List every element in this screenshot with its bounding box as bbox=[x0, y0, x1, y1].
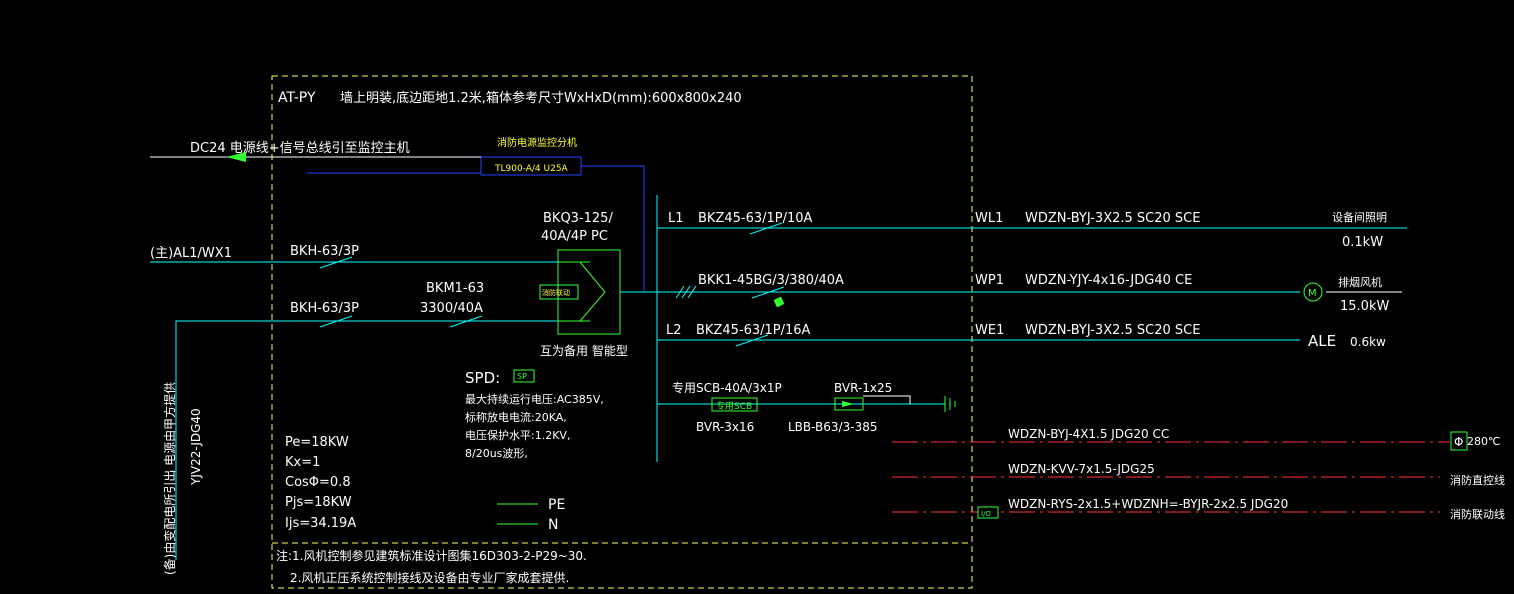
legend-pe-label: PE bbox=[548, 497, 565, 513]
circuit-2-power: 15.0kW bbox=[1340, 299, 1389, 314]
circuit-2-relay-icon bbox=[773, 296, 785, 308]
load-pe: Pe=18KW bbox=[285, 435, 349, 450]
circuit-1-cable: WDZN-BYJ-3X2.5 SC20 SCE bbox=[1025, 211, 1200, 226]
control-cable-2-label: WDZN-KVV-7x1.5-JDG25 bbox=[1008, 462, 1155, 476]
circuit-1-phase: L1 bbox=[668, 211, 684, 226]
spd-wire1-label: BVR-3x16 bbox=[696, 420, 754, 434]
circuit-2-hatch-3 bbox=[687, 285, 697, 299]
control-cable-2-target: 消防直控线 bbox=[1450, 473, 1505, 487]
monitor-to-bus-line bbox=[581, 165, 645, 292]
control-cable-1-label: WDZN-BYJ-4X1.5 JDG20 CC bbox=[1008, 427, 1169, 441]
load-ijs: Ijs=34.19A bbox=[285, 516, 356, 531]
circuit-1-load-name: 设备间照明 bbox=[1332, 210, 1387, 224]
circuit-2-breaker: BKK1-45BG/3/380/40A bbox=[698, 273, 844, 288]
spd-note-1: 最大持续运行电压:AC385V, bbox=[465, 392, 604, 406]
spd-device-arrow-icon bbox=[842, 401, 854, 407]
signal-line-label: DC24 电源线+信号总线引至监控主机 bbox=[190, 141, 410, 156]
spd-breaker-label: 专用SCB-40A/3x1P bbox=[672, 380, 782, 395]
ats-label-2: 40A/4P PC bbox=[541, 229, 608, 244]
circuit-3-id: WE1 bbox=[975, 323, 1004, 338]
load-kx: Kx=1 bbox=[285, 455, 320, 470]
note-line-2: 2.风机正压系统控制接线及设备由专业厂家成套提供. bbox=[290, 570, 569, 585]
panel-frame bbox=[271, 75, 973, 589]
ats-control-label: 消防联动 bbox=[542, 288, 570, 297]
circuit-1-id: WL1 bbox=[975, 211, 1003, 226]
circuit-2-breaker-symbol bbox=[751, 286, 785, 299]
circuit-3-cable: WDZN-BYJ-3X2.5 SC20 SCE bbox=[1025, 323, 1200, 338]
spd-note-2: 标称放电电流:20KA, bbox=[465, 410, 567, 424]
circuit-2-id: WP1 bbox=[975, 273, 1004, 288]
load-cos: CosΦ=0.8 bbox=[285, 475, 351, 490]
panel-id: AT-PY bbox=[278, 90, 316, 106]
spd-badge bbox=[513, 369, 535, 383]
motor-symbol-label: M bbox=[1308, 288, 1317, 299]
breaker-backup-symbol bbox=[319, 315, 353, 328]
backup-source-label: (备)由变配电所引出 电源由甲方提供 bbox=[162, 382, 177, 575]
ats-label-1: BKQ3-125/ bbox=[543, 211, 613, 226]
circuit-3-breaker: BKZ45-63/1P/16A bbox=[696, 323, 811, 338]
temp-damper-icon: Φ bbox=[1454, 435, 1463, 449]
circuit-1-power: 0.1kW bbox=[1342, 235, 1383, 250]
spd-note-3: 电压保护水平:1.2KV, bbox=[465, 428, 570, 442]
circuit-3-breaker-symbol bbox=[735, 334, 769, 347]
io-module-box bbox=[977, 506, 999, 519]
backup-cable-label: YJV22-JDG40 bbox=[189, 408, 203, 486]
spd-breaker-box-label: 专用SCB bbox=[716, 400, 752, 412]
ats-switch-symbol bbox=[579, 261, 606, 322]
monitor-module-title: 消防电源监控分机 bbox=[497, 136, 577, 149]
circuit-3-power: 0.6kw bbox=[1350, 335, 1386, 349]
spd-label: SPD: bbox=[465, 369, 500, 387]
spd-badge-label: SP bbox=[517, 372, 527, 381]
circuit-1-breaker: BKZ45-63/1P/10A bbox=[698, 211, 813, 226]
ats-control-box bbox=[539, 284, 579, 300]
circuit-1-breaker-symbol bbox=[749, 222, 783, 235]
circuit-2-hatch-1 bbox=[675, 285, 685, 299]
spd-ground-branch bbox=[863, 395, 911, 404]
breaker-bkm-label-1: BKM1-63 bbox=[426, 281, 484, 296]
spd-wire2-label: BVR-1x25 bbox=[834, 381, 892, 395]
incoming-backup-line bbox=[175, 320, 558, 560]
control-cable-3-label: WDZN-RYS-2x1.5+WDZNH=-BYJR-2x2.5 JDG20 bbox=[1008, 497, 1288, 511]
control-cable-3-target: 消防联动线 bbox=[1450, 507, 1505, 521]
circuit-3-phase: L2 bbox=[666, 323, 682, 338]
legend-n-label: N bbox=[548, 517, 558, 533]
note-line-1: 注:1.风机控制参见建筑标准设计图集16D303-2-P29~30. bbox=[276, 548, 587, 563]
io-module-label: I/O bbox=[981, 510, 991, 518]
breaker-bkm-symbol bbox=[449, 315, 483, 328]
circuit-3-load-name: ALE bbox=[1308, 332, 1336, 350]
spd-note-4: 8/20us波形, bbox=[465, 447, 528, 460]
breaker-bkm-label-2: 3300/40A bbox=[420, 301, 483, 316]
circuit-2-cable: WDZN-YJY-4x16-JDG40 CE bbox=[1025, 273, 1192, 288]
temp-damper-box bbox=[1450, 431, 1468, 451]
spd-breaker-box bbox=[711, 397, 758, 412]
breaker-main-label: BKH-63/3P bbox=[290, 244, 359, 259]
spd-device-label: LBB-B63/3-385 bbox=[788, 420, 877, 434]
circuit-2-hatch-2 bbox=[681, 285, 691, 299]
incoming-main-label: (主)AL1/WX1 bbox=[150, 246, 232, 261]
breaker-backup-label: BKH-63/3P bbox=[290, 301, 359, 316]
load-pjs: Pjs=18KW bbox=[285, 495, 352, 510]
monitor-module-model: TL900-A/4 U25A bbox=[494, 164, 569, 174]
spd-device-box bbox=[834, 397, 864, 411]
temp-damper-label: 280℃ bbox=[1467, 435, 1500, 448]
ats-caption: 互为备用 智能型 bbox=[540, 343, 628, 358]
signal-arrow-icon bbox=[226, 152, 246, 162]
motor-icon bbox=[1303, 282, 1323, 302]
breaker-main-symbol bbox=[319, 256, 353, 269]
circuit-2-load-name: 排烟风机 bbox=[1338, 275, 1382, 289]
install-note: 墙上明装,底边距地1.2米,箱体参考尺寸WxHxD(mm):600x800x24… bbox=[340, 90, 742, 106]
